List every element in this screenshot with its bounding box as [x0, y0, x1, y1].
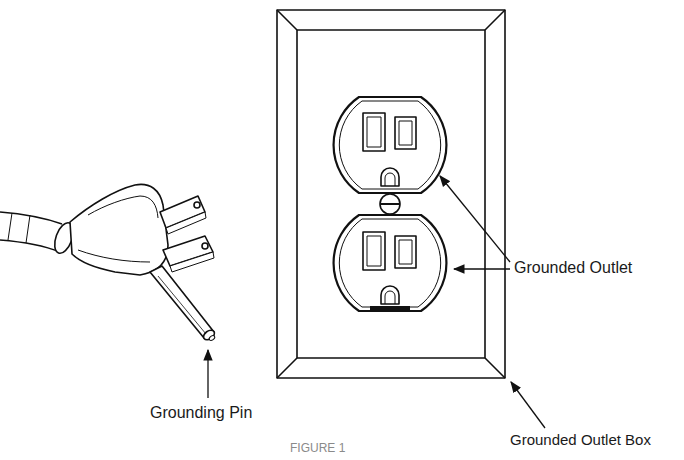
- leader-lines: [208, 176, 545, 428]
- figure-caption: FIGURE 1: [290, 442, 345, 456]
- part-label: Grounding Pin: [150, 404, 252, 422]
- grounded-plug: [0, 184, 216, 341]
- part-label: Grounded Outlet Box: [510, 431, 651, 448]
- leader-line: [454, 268, 510, 269]
- part-label: Grounded Outlet: [514, 259, 632, 277]
- wall-plate: [277, 10, 505, 378]
- leader-line: [207, 350, 208, 398]
- upper-receptacle: [334, 97, 447, 193]
- leader-line: [511, 382, 545, 428]
- leader-line: [440, 176, 510, 262]
- plate-screw: [380, 194, 400, 214]
- lower-receptacle: [334, 215, 447, 311]
